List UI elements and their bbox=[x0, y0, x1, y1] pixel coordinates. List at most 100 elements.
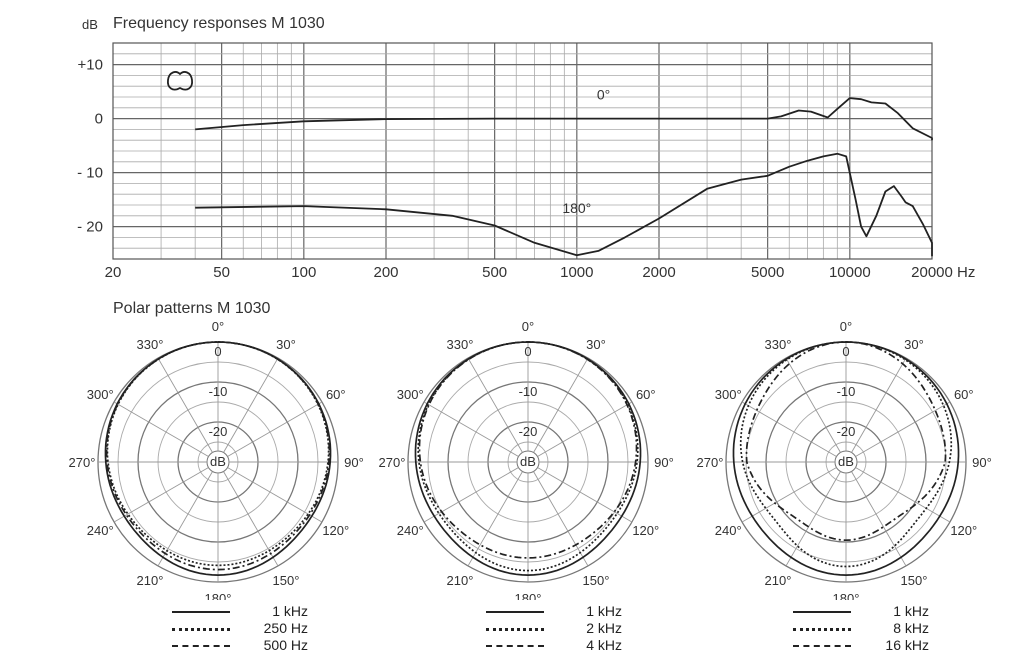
polar-spoke bbox=[157, 357, 213, 453]
polar-spoke bbox=[851, 357, 907, 453]
polar-spoke bbox=[537, 467, 633, 523]
x-tick-label: 10000 bbox=[829, 264, 871, 281]
x-tick-label: 20 bbox=[105, 264, 122, 281]
legend-item: 1 kHz bbox=[793, 603, 943, 620]
polar-spoke bbox=[113, 401, 209, 457]
legend-item: 2 kHz bbox=[486, 620, 636, 637]
angle-label: 120° bbox=[950, 523, 977, 538]
angle-label: 210° bbox=[137, 573, 164, 588]
series-line-180deg bbox=[195, 152, 933, 257]
polar-series-500-hz bbox=[105, 341, 331, 571]
legend-label: 8 kHz bbox=[893, 620, 929, 636]
annotation-180deg: 180° bbox=[562, 200, 591, 216]
chart-title: Frequency responses M 1030 bbox=[113, 15, 325, 32]
polar-spoke bbox=[855, 401, 951, 457]
center-label: dB bbox=[520, 454, 536, 469]
polar-spoke bbox=[227, 401, 323, 457]
x-axis-unit: Hz bbox=[957, 264, 975, 281]
polar-spoke bbox=[537, 401, 633, 457]
frequency-series-group bbox=[195, 97, 933, 257]
polar-spoke bbox=[227, 467, 323, 523]
legend-label: 16 kHz bbox=[885, 637, 929, 653]
polar-spoke bbox=[467, 471, 523, 567]
ring-label: -10 bbox=[519, 384, 538, 399]
y-tick-label: - 10 bbox=[77, 165, 103, 182]
x-tick-label: 20000 bbox=[911, 264, 953, 281]
polar-title: Polar patterns M 1030 bbox=[113, 300, 271, 317]
ring-label: -10 bbox=[209, 384, 228, 399]
legend-item: 500 Hz bbox=[172, 637, 322, 654]
polar-legend-1: 1 kHz 250 Hz 500 Hz bbox=[172, 603, 322, 654]
legend-label: 250 Hz bbox=[263, 620, 308, 636]
x-tick-label: 500 bbox=[482, 264, 507, 281]
x-tick-label: 2000 bbox=[642, 264, 675, 281]
polar-series-1-khz bbox=[414, 341, 642, 576]
legend-item: 1 kHz bbox=[172, 603, 322, 620]
legend-label: 2 kHz bbox=[586, 620, 622, 636]
angle-label: 240° bbox=[87, 523, 114, 538]
x-tick-label: 5000 bbox=[751, 264, 784, 281]
ring-label: -20 bbox=[519, 424, 538, 439]
angle-label: 330° bbox=[447, 337, 474, 352]
angle-label: 240° bbox=[397, 523, 424, 538]
legend-item: 8 kHz bbox=[793, 620, 943, 637]
polar-spoke bbox=[533, 357, 589, 453]
polar-series-8-khz bbox=[739, 341, 953, 568]
polar-legend-3: 1 kHz 8 kHz 16 kHz bbox=[793, 603, 943, 654]
angle-label: 180° bbox=[833, 591, 860, 600]
center-label: dB bbox=[838, 454, 854, 469]
legend-label: 500 Hz bbox=[263, 637, 308, 653]
angle-label: 150° bbox=[901, 573, 928, 588]
angle-label: 150° bbox=[273, 573, 300, 588]
legend-label: 4 kHz bbox=[586, 637, 622, 653]
polar-spoke bbox=[223, 357, 279, 453]
center-label: dB bbox=[210, 454, 226, 469]
polar-spoke bbox=[423, 401, 519, 457]
polar-spoke bbox=[113, 467, 209, 523]
angle-label: 300° bbox=[87, 387, 114, 402]
angle-label: 120° bbox=[632, 523, 659, 538]
ring-label: 0 bbox=[842, 344, 849, 359]
polar-legend-2: 1 kHz 2 kHz 4 kHz bbox=[486, 603, 636, 654]
y-tick-label: 0 bbox=[95, 111, 103, 128]
polar-series-16-khz bbox=[745, 341, 947, 542]
angle-label: 0° bbox=[522, 319, 534, 334]
polar-spoke bbox=[533, 471, 589, 567]
angle-label: 180° bbox=[205, 591, 232, 600]
angle-label: 90° bbox=[972, 455, 992, 470]
angle-label: 330° bbox=[137, 337, 164, 352]
y-tick-label: - 20 bbox=[77, 219, 103, 236]
polar-series-1-khz bbox=[732, 341, 960, 576]
legend-label: 1 kHz bbox=[586, 603, 622, 619]
angle-label: 60° bbox=[636, 387, 656, 402]
angle-label: 270° bbox=[379, 455, 406, 470]
angle-label: 330° bbox=[765, 337, 792, 352]
angle-label: 150° bbox=[583, 573, 610, 588]
polar-spoke bbox=[785, 357, 841, 453]
angle-label: 0° bbox=[840, 319, 852, 334]
polar-plot-3: 0°30°60°90°120°150°180°210°240°270°300°3… bbox=[697, 319, 992, 600]
angle-label: 300° bbox=[715, 387, 742, 402]
polar-spoke bbox=[467, 357, 523, 453]
x-tick-label: 100 bbox=[291, 264, 316, 281]
polar-spoke bbox=[741, 401, 837, 457]
angle-label: 210° bbox=[447, 573, 474, 588]
annotation-0deg: 0° bbox=[597, 87, 610, 103]
ring-label: -20 bbox=[209, 424, 228, 439]
ring-label: 0 bbox=[214, 344, 221, 359]
angle-label: 120° bbox=[322, 523, 349, 538]
angle-label: 60° bbox=[954, 387, 974, 402]
ring-label: -20 bbox=[837, 424, 856, 439]
x-tick-label: 50 bbox=[213, 264, 230, 281]
y-tick-label: +10 bbox=[78, 57, 103, 74]
polar-patterns: Polar patterns M 1030 0° 30° 60° 90° 120° 150°… bbox=[69, 300, 992, 600]
polar-spoke bbox=[855, 467, 951, 523]
polar-plot-1: 0°30°60°90°120°150°180°210°240°270°300°3… bbox=[69, 319, 364, 600]
angle-label: 270° bbox=[69, 455, 96, 470]
legend-item: 16 kHz bbox=[793, 637, 943, 654]
polar-plot-2: 0°30°60°90°120°150°180°210°240°270°300°3… bbox=[379, 319, 674, 600]
angle-label: 60° bbox=[326, 387, 346, 402]
legend-label: 1 kHz bbox=[893, 603, 929, 619]
angle-label: 30° bbox=[276, 337, 296, 352]
